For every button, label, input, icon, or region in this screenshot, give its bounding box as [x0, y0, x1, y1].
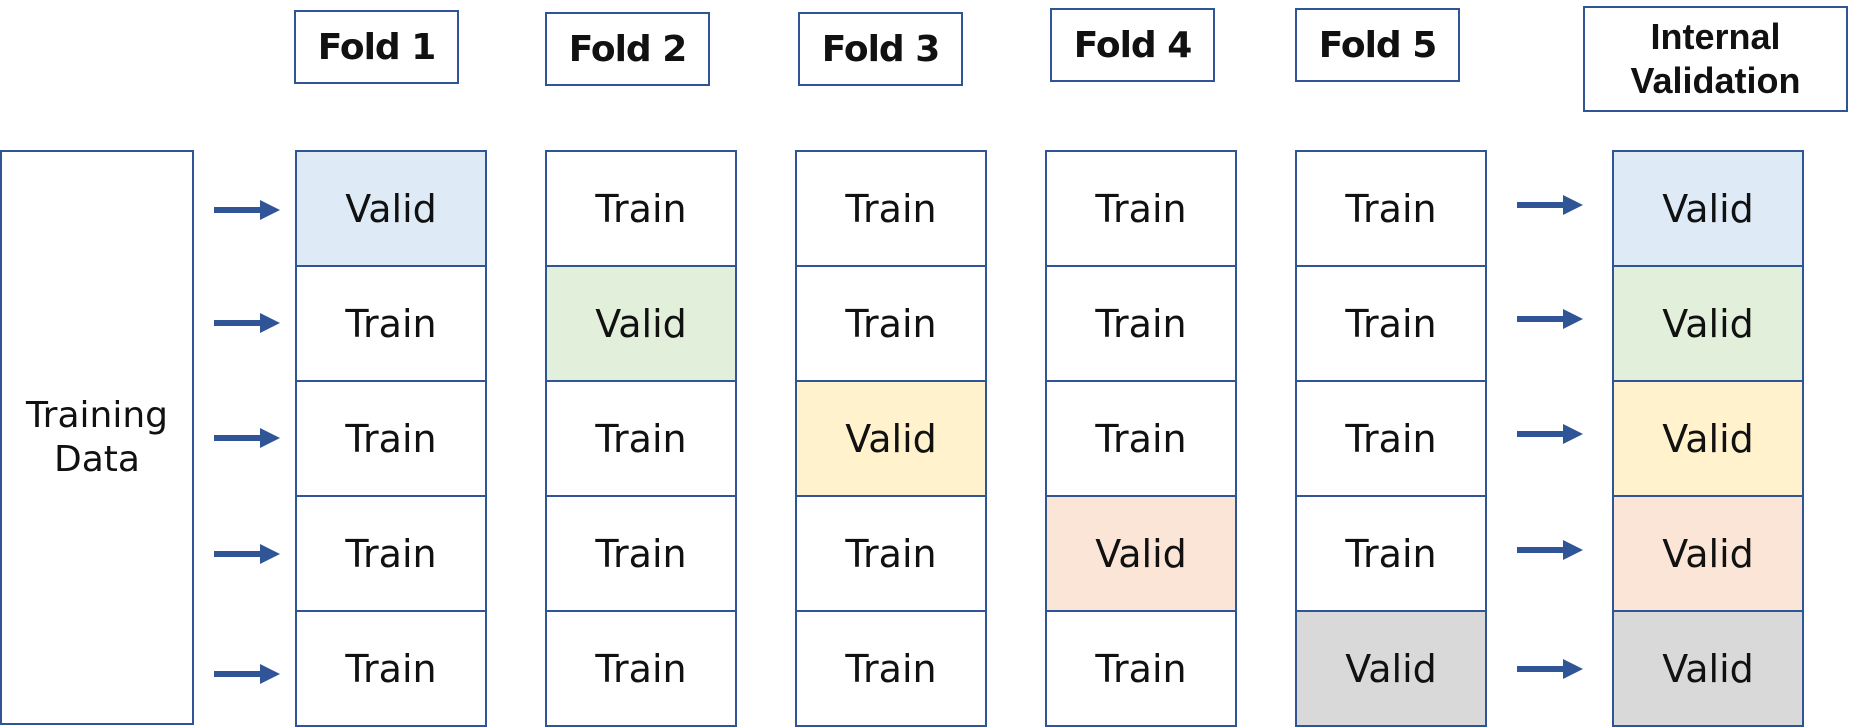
cell-label: Train: [595, 646, 687, 691]
arrow-right-icon: [1517, 195, 1583, 215]
internal-validation-header: Internal Validation: [1583, 6, 1848, 112]
cell-label: Train: [345, 416, 437, 461]
fold-3-cell: Train: [795, 610, 987, 727]
fold-4-cell: Train: [1045, 380, 1237, 497]
cell-label: Train: [595, 531, 687, 576]
cell-label: Train: [1345, 301, 1437, 346]
cell-label: Train: [345, 301, 437, 346]
fold-3-cell: Train: [795, 495, 987, 612]
internal-validation-cell: Valid: [1612, 150, 1804, 267]
internal-validation-header-label: Internal Validation: [1630, 16, 1801, 101]
cell-label: Valid: [1095, 531, 1187, 576]
cell-label: Valid: [1662, 301, 1754, 346]
fold-4-cell: Train: [1045, 610, 1237, 727]
cell-label: Train: [845, 531, 937, 576]
fold-4-cell: Valid: [1045, 495, 1237, 612]
fold-4-header: Fold 4: [1050, 8, 1215, 82]
fold-1-cell: Train: [295, 380, 487, 497]
cell-label: Valid: [1662, 531, 1754, 576]
cell-label: Train: [1095, 646, 1187, 691]
training-data-box: Training Data: [0, 150, 194, 725]
fold-5-cell: Train: [1295, 495, 1487, 612]
fold-2-cell: Train: [545, 380, 737, 497]
cell-label: Valid: [1662, 416, 1754, 461]
internal-validation-cell: Valid: [1612, 380, 1804, 497]
fold-5-cell: Valid: [1295, 610, 1487, 727]
fold-3-cell: Train: [795, 150, 987, 267]
cell-label: Train: [1345, 186, 1437, 231]
internal-validation-cell: Valid: [1612, 495, 1804, 612]
fold-2-cell: Train: [545, 495, 737, 612]
fold-1-cell: Train: [295, 495, 487, 612]
arrow-right-icon: [1517, 659, 1583, 679]
fold-2-cell: Train: [545, 610, 737, 727]
fold-5-header: Fold 5: [1295, 8, 1460, 82]
arrow-right-icon: [214, 200, 280, 220]
arrow-right-icon: [1517, 540, 1583, 560]
cell-label: Valid: [595, 301, 687, 346]
arrow-right-icon: [1517, 309, 1583, 329]
arrow-right-icon: [1517, 424, 1583, 444]
fold-1-cell: Train: [295, 265, 487, 382]
cell-label: Train: [1095, 186, 1187, 231]
fold-2-header-label: Fold 2: [568, 28, 688, 70]
arrow-right-icon: [214, 544, 280, 564]
cell-label: Valid: [1662, 186, 1754, 231]
fold-2-cell: Valid: [545, 265, 737, 382]
cell-label: Valid: [845, 416, 937, 461]
cell-label: Train: [1345, 531, 1437, 576]
arrow-right-icon: [214, 428, 280, 448]
training-data-label: Training Data: [25, 394, 169, 480]
fold-4-cell: Train: [1045, 150, 1237, 267]
cell-label: Train: [1095, 416, 1187, 461]
fold-2-cell: Train: [545, 150, 737, 267]
cell-label: Train: [345, 646, 437, 691]
fold-5-cell: Train: [1295, 265, 1487, 382]
cell-label: Train: [595, 416, 687, 461]
fold-3-cell: Valid: [795, 380, 987, 497]
fold-5-header-label: Fold 5: [1318, 24, 1438, 66]
fold-3-cell: Train: [795, 265, 987, 382]
fold-1-cell: Valid: [295, 150, 487, 267]
fold-1-cell: Train: [295, 610, 487, 727]
cell-label: Train: [595, 186, 687, 231]
internal-validation-cell: Valid: [1612, 265, 1804, 382]
cell-label: Valid: [1345, 646, 1437, 691]
arrow-right-icon: [214, 313, 280, 333]
fold-3-header-label: Fold 3: [821, 28, 941, 70]
cell-label: Train: [1095, 301, 1187, 346]
fold-4-cell: Train: [1045, 265, 1237, 382]
cell-label: Train: [845, 186, 937, 231]
cell-label: Train: [845, 301, 937, 346]
cell-label: Valid: [345, 186, 437, 231]
cell-label: Valid: [1662, 646, 1754, 691]
arrow-right-icon: [214, 664, 280, 684]
fold-5-cell: Train: [1295, 150, 1487, 267]
fold-1-header: Fold 1: [294, 10, 459, 84]
cell-label: Train: [845, 646, 937, 691]
fold-5-cell: Train: [1295, 380, 1487, 497]
cell-label: Train: [345, 531, 437, 576]
fold-1-header-label: Fold 1: [317, 26, 437, 68]
cell-label: Train: [1345, 416, 1437, 461]
internal-validation-cell: Valid: [1612, 610, 1804, 727]
fold-4-header-label: Fold 4: [1073, 24, 1193, 66]
fold-3-header: Fold 3: [798, 12, 963, 86]
fold-2-header: Fold 2: [545, 12, 710, 86]
